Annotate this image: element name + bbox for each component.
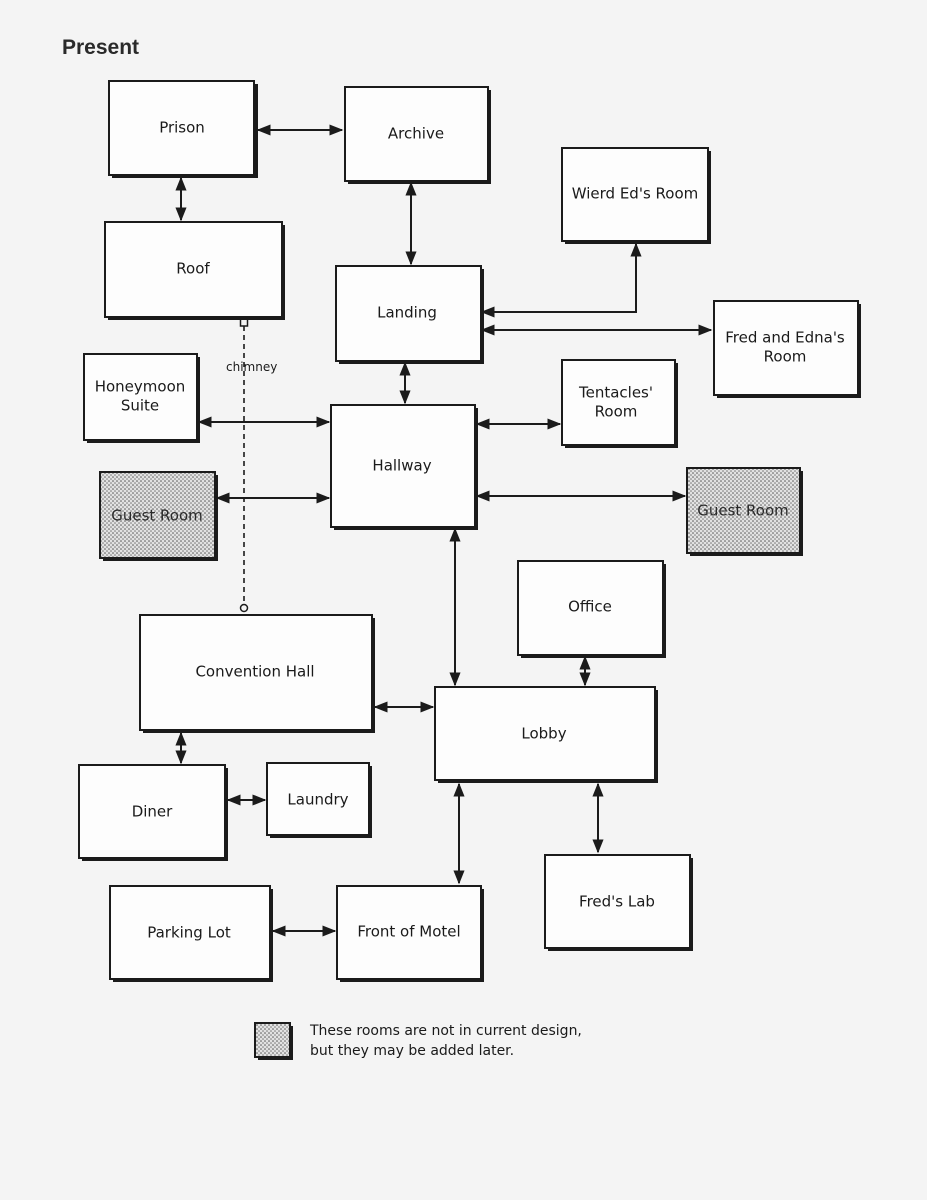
room-guest-room-left: Guest Room [99, 471, 218, 561]
room-parking-lot-label: Parking Lot [147, 924, 231, 942]
chimney-label: chimney [226, 360, 277, 374]
room-archive: Archive [344, 86, 491, 184]
chimney-top-marker [239, 318, 249, 327]
room-diner: Diner [78, 764, 228, 861]
room-roof-label: Roof [176, 260, 210, 278]
room-hallway: Hallway [330, 404, 478, 530]
room-tentacles-room: Tentacles' Room [561, 359, 678, 448]
room-landing-label: Landing [377, 304, 437, 322]
room-honeymoon-label-line2: Suite [121, 397, 159, 415]
room-wierd-eds-room-label: Wierd Ed's Room [572, 185, 699, 203]
room-guest-room-right: Guest Room [686, 467, 803, 556]
room-guest-left-label: Guest Room [111, 507, 203, 525]
room-laundry: Laundry [266, 762, 372, 838]
room-fred-edna-label-line1: Fred and Edna's [725, 329, 845, 347]
room-front-of-motel-label: Front of Motel [357, 923, 460, 941]
room-convention-hall: Convention Hall [139, 614, 375, 733]
room-landing: Landing [335, 265, 484, 364]
room-honeymoon-label-line1: Honeymoon [95, 378, 186, 396]
room-lobby: Lobby [434, 686, 658, 783]
room-tentacles-label-line2: Room [595, 403, 638, 421]
room-diner-label: Diner [132, 803, 173, 821]
room-honeymoon-suite: Honeymoon Suite [83, 353, 200, 443]
room-office: Office [517, 560, 666, 658]
room-front-of-motel: Front of Motel [336, 885, 484, 982]
chimney-connection: chimney [226, 318, 277, 613]
room-laundry-label: Laundry [287, 791, 348, 809]
room-prison-label: Prison [159, 119, 205, 137]
room-lobby-label: Lobby [521, 725, 566, 743]
connections [175, 124, 713, 937]
room-hallway-label: Hallway [372, 457, 431, 475]
legend-swatch [254, 1022, 293, 1060]
room-wierd-eds-room: Wierd Ed's Room [561, 147, 711, 244]
legend-text-line2: but they may be added later. [310, 1043, 514, 1059]
room-fred-and-ednas-room: Fred and Edna's Room [713, 300, 861, 398]
room-freds-lab-label: Fred's Lab [579, 893, 655, 911]
room-convention-hall-label: Convention Hall [195, 663, 314, 681]
legend-text-line1: These rooms are not in current design, [309, 1023, 582, 1039]
room-fred-edna-label-line2: Room [764, 348, 807, 366]
chimney-bottom-marker [239, 603, 249, 613]
room-prison: Prison [108, 80, 258, 178]
room-freds-lab: Fred's Lab [544, 854, 693, 951]
legend: These rooms are not in current design, b… [254, 1022, 582, 1060]
link-landing-wierd-ed [480, 242, 642, 318]
room-parking-lot: Parking Lot [109, 885, 273, 982]
room-tentacles-label-line1: Tentacles' [578, 384, 653, 402]
room-roof: Roof [104, 221, 285, 320]
room-archive-label: Archive [388, 125, 444, 143]
page-title: Present [62, 36, 140, 59]
room-guest-right-label: Guest Room [697, 502, 789, 520]
room-office-label: Office [568, 598, 612, 616]
